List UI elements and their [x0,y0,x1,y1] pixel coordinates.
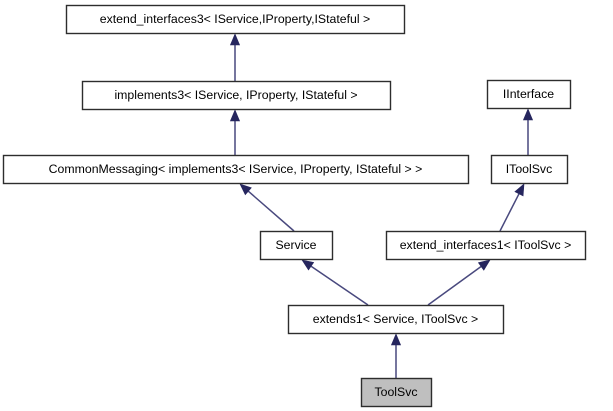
class-node-IInterface[interactable]: IInterface [486,79,572,110]
inheritance-edge-extends1-to-Service [301,259,369,306]
edge-arrowhead [229,109,241,122]
edge-arrowhead [239,183,252,196]
class-node-box[interactable] [360,377,433,408]
edge-line [499,193,520,232]
inheritance-edge-CommonMessaging-to-implements3 [229,109,241,155]
edge-line [427,265,482,306]
class-node-box[interactable] [259,230,334,261]
edge-arrowhead [477,259,491,271]
class-node-box[interactable] [486,79,572,110]
inheritance-edge-implements3-to-extend_interfaces3 [229,33,241,81]
nodes-layer: extend_interfaces3< IService,IProperty,I… [2,4,587,408]
edge-line [247,190,295,232]
inheritance-edge-IToolSvc-to-IInterface [522,108,534,155]
class-node-extend_interfaces1[interactable]: extend_interfaces1< IToolSvc > [385,230,587,261]
edge-arrowhead [229,33,241,46]
class-node-extend_interfaces3[interactable]: extend_interfaces3< IService,IProperty,I… [65,4,406,35]
class-node-box[interactable] [81,80,392,111]
class-node-CommonMessaging[interactable]: CommonMessaging< implements3< IService, … [2,154,470,185]
inheritance-edge-extend_interfaces1-to-IToolSvc [499,183,525,232]
class-node-extends1[interactable]: extends1< Service, IToolSvc > [287,304,505,335]
inheritance-edge-ToolSvc-to-extends1 [390,333,402,378]
class-node-Service[interactable]: Service [259,230,334,261]
edge-arrowhead [522,108,534,121]
class-node-implements3[interactable]: implements3< IService, IProperty, IState… [81,80,392,111]
class-node-box[interactable] [2,154,470,185]
edge-line [310,265,369,306]
inheritance-edge-Service-to-CommonMessaging [239,183,295,232]
edge-arrowhead [514,183,525,197]
class-node-IToolSvc[interactable]: IToolSvc [490,154,569,185]
edge-arrowhead [390,333,402,346]
class-node-box[interactable] [65,4,406,35]
edges-layer [229,33,534,378]
edge-arrowhead [301,259,315,271]
inheritance-edge-extends1-to-extend_interfaces1 [427,259,491,306]
class-node-ToolSvc[interactable]: ToolSvc [360,377,433,408]
class-node-box[interactable] [385,230,587,261]
class-node-box[interactable] [287,304,505,335]
class-node-box[interactable] [490,154,569,185]
